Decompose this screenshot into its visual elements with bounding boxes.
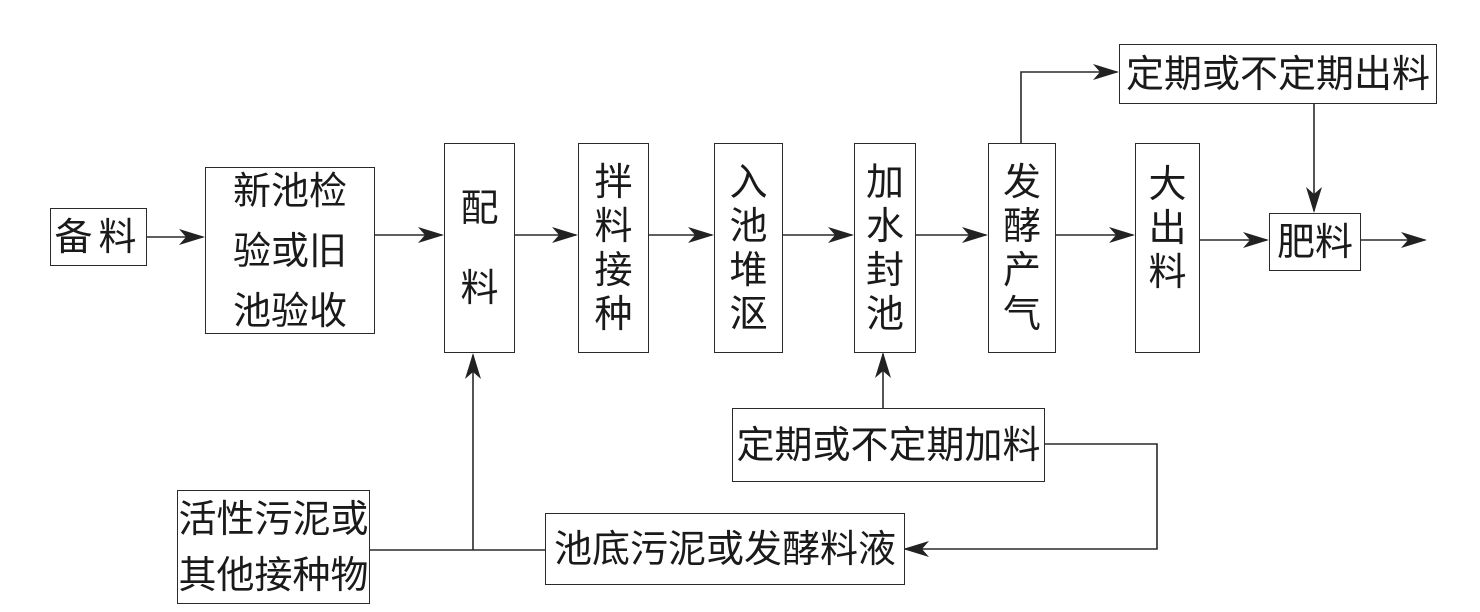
node-inoculum-label: 活性污泥或 其他接种物: [178, 497, 369, 597]
node-inoculum: 活性污泥或 其他接种物: [177, 490, 370, 604]
node-ruchi-label: 入池堆沤: [729, 159, 768, 337]
node-banliao: 拌料接种: [578, 143, 649, 353]
node-peiliao-label: 配 料: [460, 186, 499, 310]
node-jialiao-periodic-label: 定期或不定期加料: [736, 423, 1041, 467]
node-beiliao-label: 备料: [54, 215, 143, 259]
node-feiliao-label: 肥料: [1276, 220, 1353, 264]
node-jiashui: 加水封池: [854, 143, 916, 353]
node-banliao-label: 拌料接种: [594, 159, 633, 337]
node-jianyan: 新池检 验或旧 池验收: [205, 167, 375, 334]
node-jiashui-label: 加水封池: [865, 159, 904, 337]
node-sludge: 池底污泥或发酵料液: [545, 513, 905, 585]
node-peiliao: 配 料: [444, 143, 515, 353]
node-sludge-label: 池底污泥或发酵料液: [553, 527, 896, 571]
node-jianyan-label: 新池检 验或旧 池验收: [232, 168, 347, 333]
node-feiliao: 肥料: [1269, 213, 1361, 271]
node-dachuliao-label: 大出料: [1148, 161, 1187, 295]
node-jialiao-periodic: 定期或不定期加料: [732, 408, 1045, 482]
arrow-fajiao-to-chuliao: [1020, 64, 1119, 143]
node-beiliao: 备料: [50, 208, 147, 266]
node-dachuliao: 大出料: [1135, 143, 1200, 353]
node-chuliao-periodic-label: 定期或不定期出料: [1125, 52, 1430, 96]
node-fajiao-label: 发酵产气: [1002, 159, 1041, 337]
node-chuliao-periodic: 定期或不定期出料: [1119, 44, 1437, 104]
node-fajiao: 发酵产气: [988, 143, 1056, 353]
node-ruchi: 入池堆沤: [714, 143, 783, 353]
arrow-jialiao-to-sludge: [903, 443, 1158, 557]
